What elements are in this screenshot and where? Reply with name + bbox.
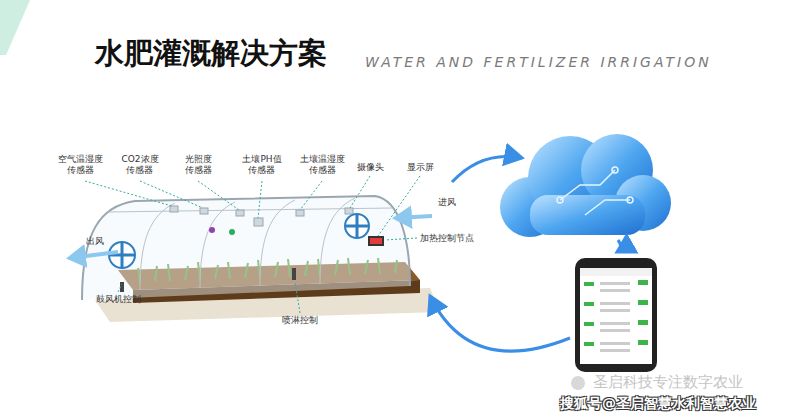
title: 水肥灌溉解决方案 (95, 36, 327, 71)
sensor-label: 土壤PH值 传感器 (242, 154, 281, 177)
airflow-label: 出风 (86, 236, 104, 247)
watermark: 圣启科技专注数字农业 (593, 373, 743, 392)
sensor-label: 土壤温湿度 传感器 (300, 154, 345, 177)
part-label: 加热控制节点 (420, 233, 474, 244)
phone (575, 258, 657, 372)
subtitle: WATER AND FERTILIZER IRRIGATION (365, 54, 712, 70)
flow-arrows (430, 156, 621, 351)
part-label: 摄像头 (357, 162, 384, 173)
airflow-label: 进风 (438, 197, 456, 208)
sensor-label: CO2浓度 传感器 (121, 154, 158, 177)
greenhouse (70, 196, 440, 322)
part-label: 显示屏 (407, 162, 434, 173)
watermark: 搜狐号@圣启智慧水利智慧农业 (560, 395, 756, 413)
leader-lines (85, 176, 420, 313)
watermark-logo (571, 376, 585, 390)
cloud (500, 134, 671, 237)
part-label: 鼓风机控制 (96, 294, 141, 305)
sensor-label: 空气温湿度 传感器 (58, 154, 103, 177)
corner-decoration (0, 0, 30, 55)
sensor-label: 光照度 传感器 (185, 154, 212, 177)
part-label: 喷淋控制 (282, 315, 318, 326)
